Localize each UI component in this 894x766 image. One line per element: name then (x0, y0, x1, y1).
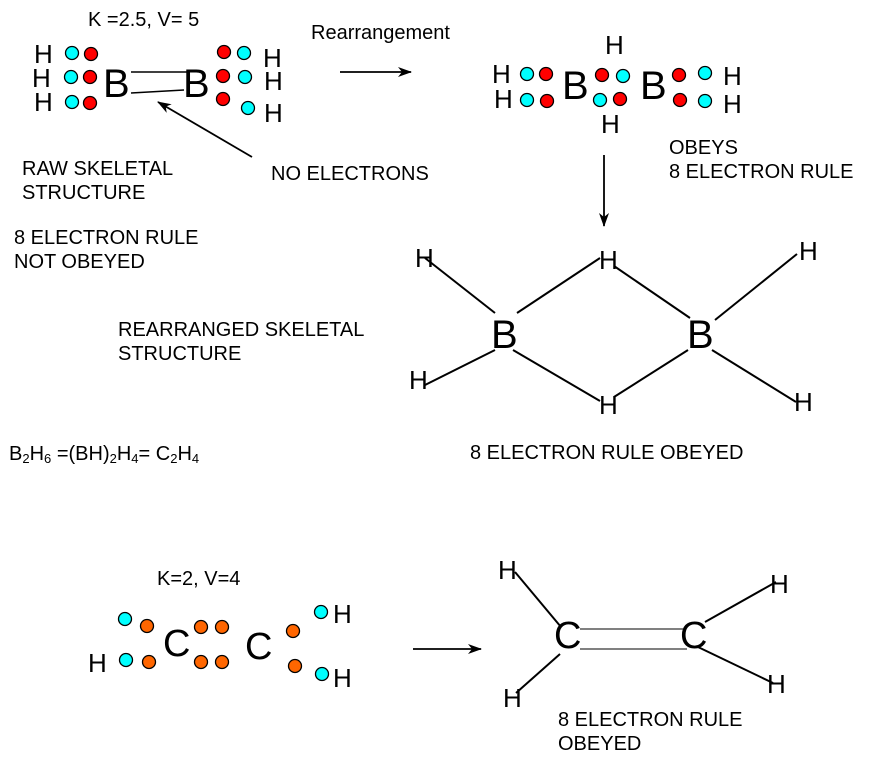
atom-hydrogen: H (605, 30, 624, 60)
electron-dot (215, 91, 231, 107)
electron-dot (285, 623, 301, 639)
atom-hydrogen: H (498, 555, 517, 585)
rearranged-structure-caption: REARRANGED SKELETAL STRUCTURE (118, 319, 365, 365)
electron-dot (697, 93, 713, 109)
electron-dot (287, 658, 303, 674)
atom-carbon: C (680, 615, 708, 657)
electron-dot (214, 619, 230, 635)
atom-hydrogen: H (601, 109, 620, 139)
atom-hydrogen: H (333, 663, 352, 693)
atom-carbon: C (245, 626, 273, 668)
rearrangement-label: Rearrangement (311, 22, 450, 44)
electron-dot (672, 92, 688, 108)
electron-dot (82, 95, 98, 111)
atom-boron: B (687, 313, 714, 357)
electron-dot (214, 654, 230, 670)
electron-dot (63, 69, 79, 85)
atom-boron: B (562, 64, 589, 108)
electron-dot (236, 45, 252, 61)
obeys-caption: OBEYS 8 ELECTRON RULE (669, 137, 854, 183)
electron-dot (519, 92, 535, 108)
atom-hydrogen: H (34, 39, 53, 69)
electron-dot (314, 666, 330, 682)
diborane-skeletal-bonds (424, 253, 798, 403)
electron-dot (83, 46, 99, 62)
raw-bond-bottom (130, 89, 185, 94)
atom-boron: B (183, 62, 210, 106)
ethylene-rule-caption: 8 ELECTRON RULE OBEYED (558, 709, 743, 755)
electron-dot (141, 654, 157, 670)
ethylene-kv-label: K=2, V=4 (157, 568, 241, 590)
atom-boron: B (491, 313, 518, 357)
atom-hydrogen: H (770, 569, 789, 599)
electron-dot (64, 45, 80, 61)
atom-hydrogen: H (492, 59, 511, 89)
atom-hydrogen: H (723, 89, 742, 119)
atom-hydrogen: H (264, 66, 283, 96)
electron-dot (237, 69, 253, 85)
electron-dot (615, 68, 631, 84)
atom-hydrogen: H (415, 243, 434, 273)
atom-hydrogen: H (333, 599, 352, 629)
atom-hydrogen: H (88, 648, 107, 678)
electron-dot (538, 66, 554, 82)
atom-hydrogen: H (723, 61, 742, 91)
electron-dot (118, 652, 134, 668)
atom-hydrogen: H (799, 236, 818, 266)
atom-carbon: C (163, 623, 191, 665)
raw-structure-caption: RAW SKELETAL STRUCTURE (22, 158, 174, 204)
rearranged-rule-caption: 8 ELECTRON RULE OBEYED (470, 442, 744, 464)
electron-dot (64, 94, 80, 110)
atom-hydrogen: H (599, 245, 618, 275)
electron-dot (117, 611, 133, 627)
electron-dot (594, 67, 610, 83)
atom-hydrogen: H (264, 98, 283, 128)
no-electrons-arrow (157, 101, 253, 158)
electron-dot (671, 67, 687, 83)
formula-equation: B2H6 =(BH)2H4= C2H4 (9, 443, 200, 466)
atom-hydrogen: H (34, 87, 53, 117)
atom-hydrogen: H (494, 84, 513, 114)
electron-dot (82, 69, 98, 85)
electron-dot (139, 618, 155, 634)
atom-hydrogen: H (767, 669, 786, 699)
atom-boron: B (640, 64, 667, 108)
electron-dot (697, 65, 713, 81)
electron-dot (313, 604, 329, 620)
electron-dot (519, 66, 535, 82)
electron-dot (216, 44, 232, 60)
ethylene-bonds (514, 571, 777, 694)
atom-hydrogen: H (409, 365, 428, 395)
atom-hydrogen: H (263, 43, 282, 73)
raw-kv-label: K =2.5, V= 5 (88, 9, 200, 31)
electron-dot (240, 100, 256, 116)
electron-dot (193, 654, 209, 670)
raw-rule-caption: 8 ELECTRON RULE NOT OBEYED (14, 227, 199, 273)
electron-dot (193, 619, 209, 635)
electron-dot (539, 93, 555, 109)
atom-carbon: C (554, 615, 582, 657)
electron-dot (592, 92, 608, 108)
atom-hydrogen: H (503, 683, 522, 713)
atom-hydrogen: H (599, 390, 618, 420)
electron-dot (215, 68, 231, 84)
atom-hydrogen: H (32, 63, 51, 93)
atom-hydrogen: H (794, 387, 813, 417)
no-electrons-label: NO ELECTRONS (271, 163, 429, 185)
electron-dot (612, 91, 628, 107)
atom-boron: B (103, 62, 130, 106)
